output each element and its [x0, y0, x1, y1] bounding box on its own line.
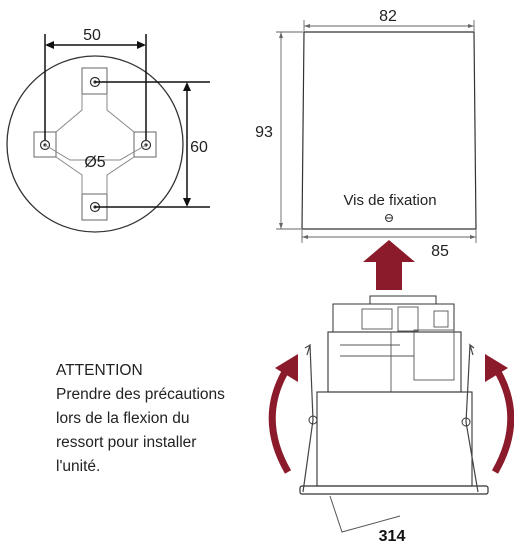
lug-top	[81, 67, 108, 95]
rotate-arrow-right-icon	[485, 354, 514, 474]
spring-left	[302, 344, 314, 493]
plate-width-dim: 50	[83, 27, 101, 44]
attention-line-2: lors de la flexion du	[56, 410, 190, 427]
mounting-plate-top-view: 50 60 Ø5	[6, 27, 210, 233]
plate-inner-cross	[55, 94, 135, 194]
attention-line-4: l'unité.	[56, 458, 101, 475]
attention-note: ATTENTION Prendre des précautions lors d…	[56, 359, 286, 479]
attention-line-3: ressort pour installer	[56, 434, 197, 451]
housing-box-view: 82 93 85 Vis de fixation	[255, 8, 477, 260]
spring-right	[465, 344, 479, 493]
hole-right	[140, 139, 152, 151]
rotate-arrow-left-icon	[268, 354, 298, 474]
hole-left	[39, 139, 51, 151]
plate-outline	[6, 55, 184, 233]
device-side-view: 314	[299, 295, 489, 545]
plate-height-dim: 60	[190, 139, 208, 156]
housing-bottom-width-dim: 85	[431, 243, 449, 260]
attention-line-1: Prendre des précautions	[56, 386, 225, 403]
housing-height-dim: 93	[255, 124, 273, 141]
housing-top-width-dim: 82	[379, 8, 397, 25]
lug-right	[133, 131, 157, 158]
spring-dim-label: 314	[379, 528, 406, 545]
attention-title: ATTENTION	[56, 362, 143, 379]
screw-label: Vis de fixation	[343, 192, 436, 209]
device-cylinder	[316, 391, 473, 487]
housing-outline	[301, 31, 477, 230]
device-flange	[299, 485, 489, 495]
hole-diameter-dim: Ø5	[84, 154, 105, 171]
device-body	[327, 331, 462, 393]
insert-up-arrow	[363, 240, 415, 290]
